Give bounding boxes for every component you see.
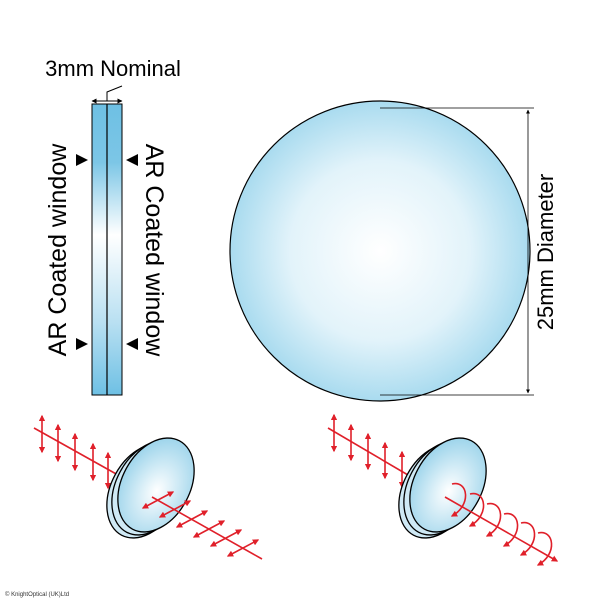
coating-arrows bbox=[76, 154, 138, 350]
arrow-left-top-icon bbox=[76, 154, 88, 166]
thickness-label: 3mm Nominal bbox=[45, 56, 181, 81]
window-front-view bbox=[229, 100, 531, 402]
waveplate-illustration bbox=[327, 413, 559, 566]
linear-polarizer-illustration bbox=[33, 414, 263, 560]
coating-label-left: AR Coated window bbox=[44, 143, 72, 357]
window-side-view bbox=[91, 103, 123, 396]
thickness-dimension bbox=[91, 85, 123, 104]
arrow-left-bottom-icon bbox=[76, 338, 88, 350]
arrow-right-bottom-icon bbox=[126, 338, 138, 350]
coating-label-right: AR Coated window bbox=[140, 144, 168, 358]
diameter-label: 25mm Diameter bbox=[533, 174, 558, 330]
arrow-right-top-icon bbox=[126, 154, 138, 166]
copyright-notice: © KnightOptical (UK)Ltd bbox=[5, 591, 69, 598]
diameter-dimension bbox=[380, 107, 534, 396]
